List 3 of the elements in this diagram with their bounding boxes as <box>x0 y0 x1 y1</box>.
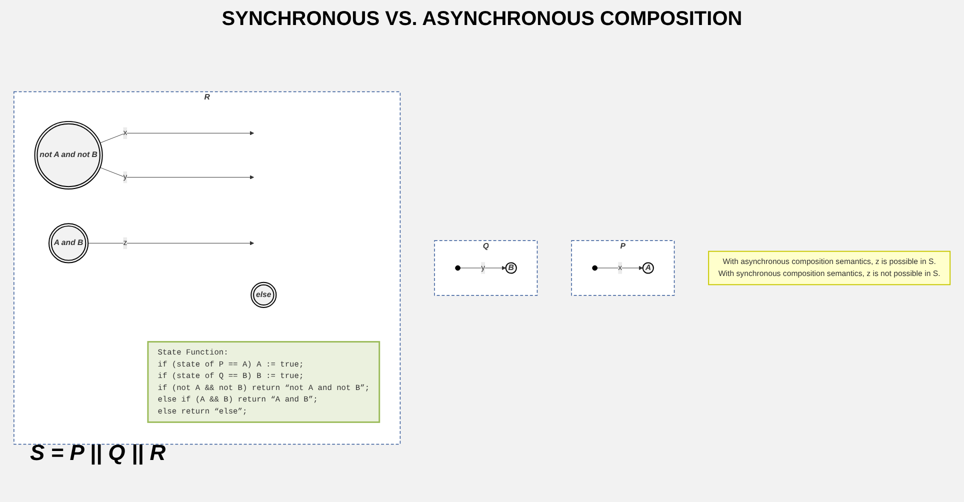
node-circle <box>455 265 460 271</box>
node-circle <box>592 265 598 271</box>
diagram-title: SYNCHRONOUS VS. ASYNCHRONOUS COMPOSITION <box>220 8 744 31</box>
